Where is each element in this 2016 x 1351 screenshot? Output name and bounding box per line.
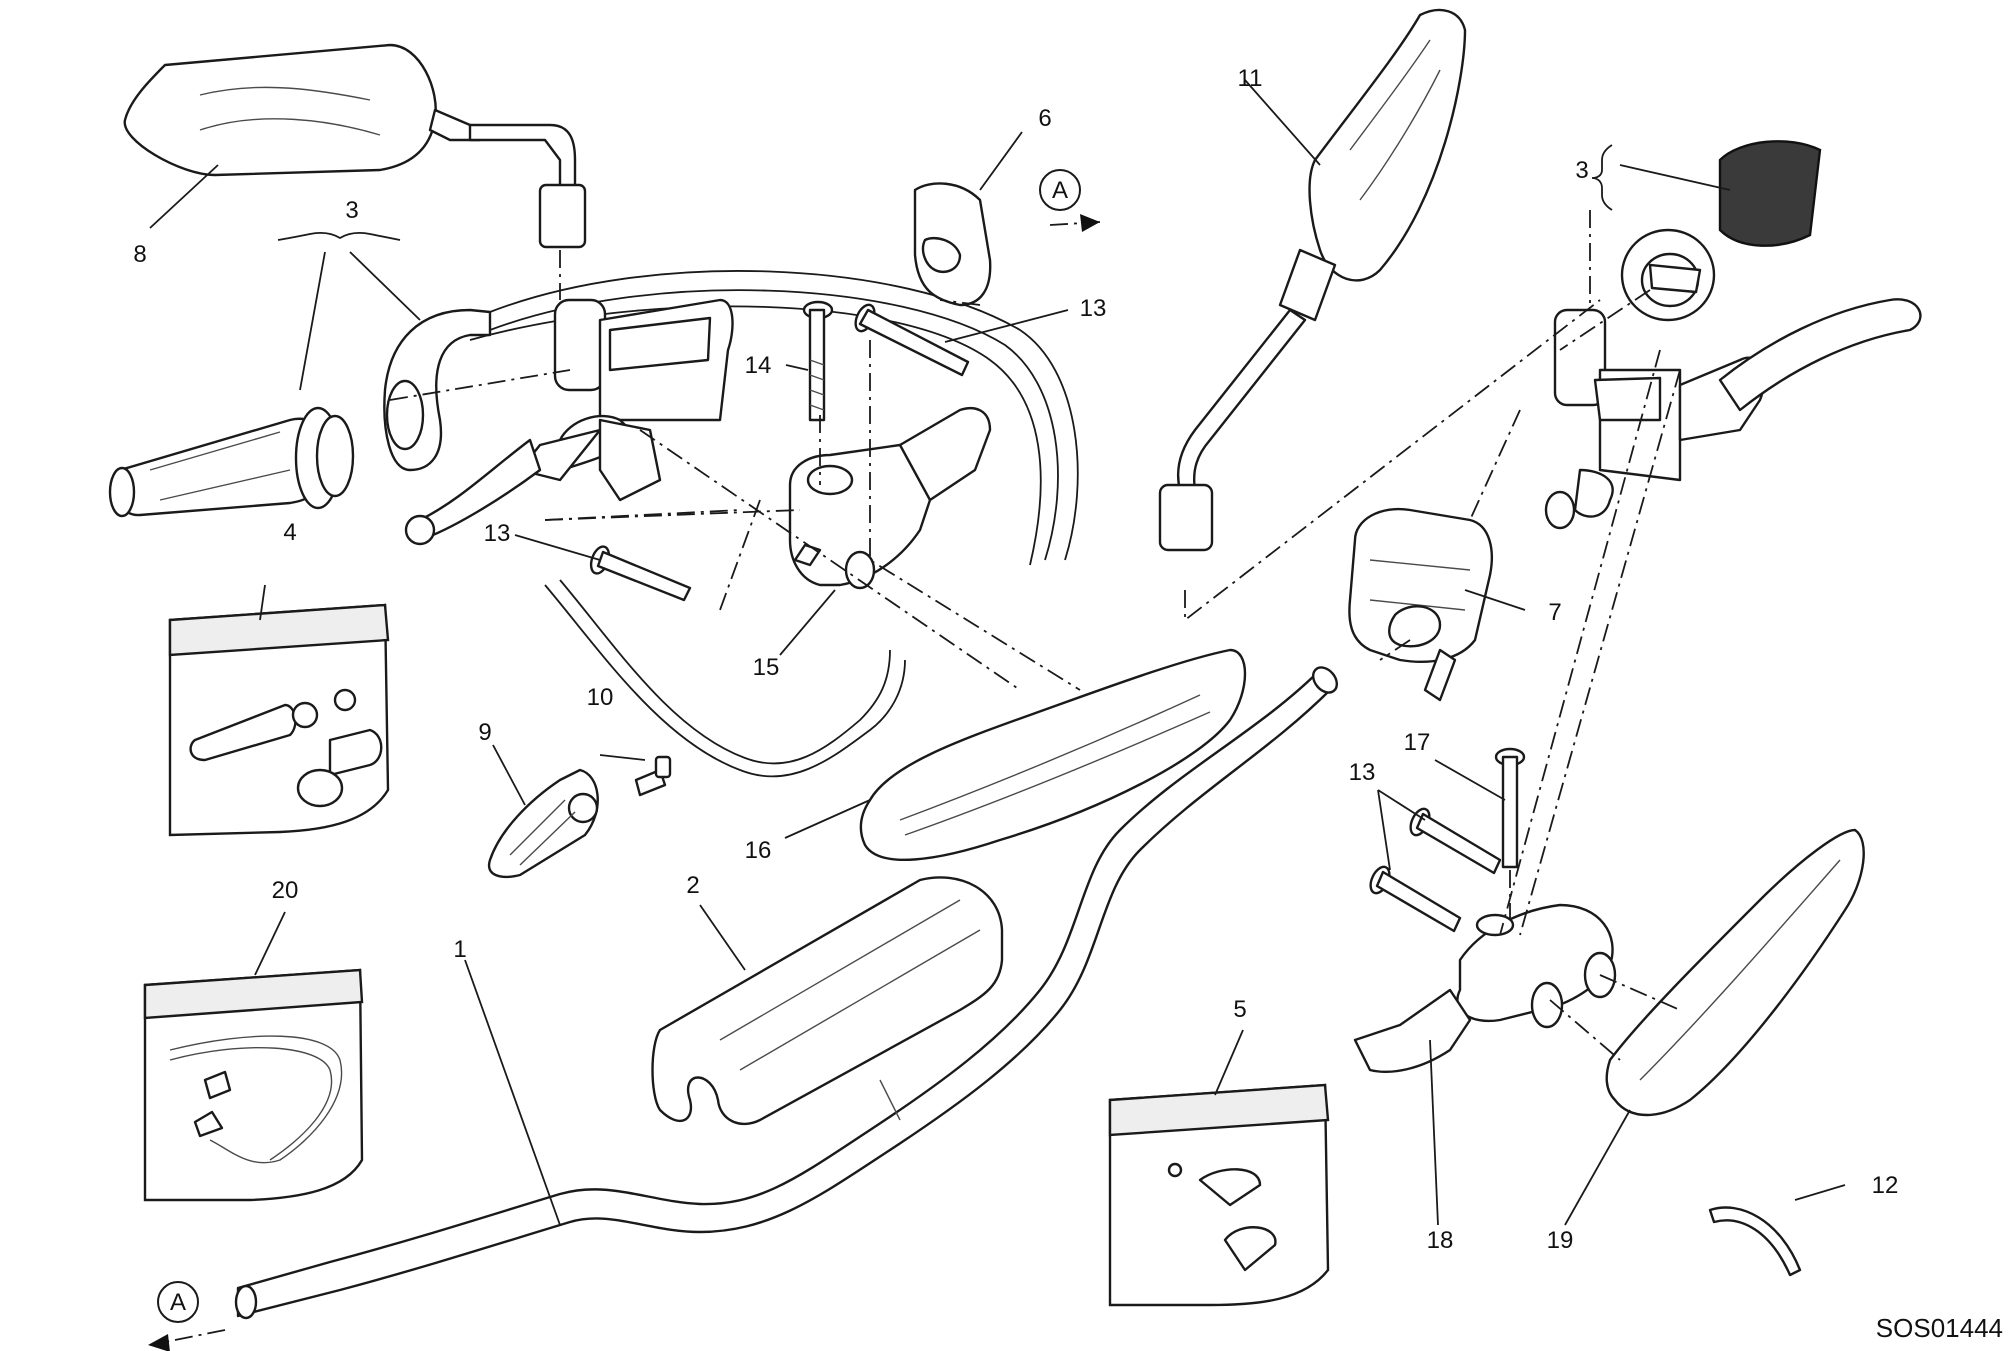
- throttle-housing-part: [383, 308, 492, 472]
- view-marker-a-top: A: [1039, 169, 1081, 211]
- hand-guard-19: [1605, 828, 1865, 1117]
- svg-text:A: A: [170, 1289, 186, 1316]
- label-19: 19: [1547, 1227, 1574, 1254]
- switch-cable: [544, 579, 906, 778]
- label-13-middle: 13: [484, 520, 511, 547]
- label-20: 20: [272, 877, 299, 904]
- label-13-top: 13: [1080, 295, 1107, 322]
- bolt-13-right-lower: [1369, 865, 1462, 933]
- label-13-right: 13: [1349, 759, 1376, 786]
- left-grip-part: [108, 406, 355, 518]
- left-mirror-part: [123, 43, 587, 249]
- bolt-13-right-upper: [1409, 807, 1502, 875]
- switch-cover-9: [487, 768, 599, 879]
- right-switch-part: [1348, 507, 1493, 702]
- end-cover-6: [913, 182, 992, 307]
- label-5: 5: [1233, 996, 1246, 1023]
- assembly-centerlines: [148, 210, 1681, 1351]
- label-9: 9: [478, 719, 491, 746]
- handlebar-pad-part: [651, 876, 1004, 1126]
- label-3-left: 3: [345, 197, 358, 224]
- clutch-master-cylinder-part: [404, 298, 734, 546]
- left-switch-part: [788, 407, 992, 590]
- label-18: 18: [1427, 1227, 1454, 1254]
- label-6: 6: [1038, 105, 1051, 132]
- throttle-cables: [469, 270, 1079, 566]
- part-labels: 1 2 3 3 4 5 6 7 8 9 10 11 12 13 13 13 14…: [133, 65, 1898, 1254]
- bolt-13-top: [854, 303, 970, 377]
- right-mirror-part: [1158, 8, 1467, 552]
- right-grip-part: [1620, 140, 1822, 322]
- bolt-17: [1494, 747, 1526, 869]
- guard-bracket-18: [1353, 903, 1617, 1073]
- grip-kit-4: [168, 603, 390, 837]
- cable-tie-12: [1708, 1206, 1802, 1277]
- screw-10: [634, 755, 672, 797]
- label-14: 14: [745, 352, 772, 379]
- drawing-code: SOS01444: [1876, 1313, 2003, 1343]
- hand-guard-16: [859, 648, 1247, 861]
- label-11: 11: [1238, 65, 1263, 92]
- brake-master-cylinder-part: [1544, 298, 1922, 530]
- label-8: 8: [133, 241, 146, 268]
- leader-lines: [149, 79, 1846, 1226]
- label-15: 15: [753, 654, 780, 681]
- label-2: 2: [686, 872, 699, 899]
- svg-text:A: A: [1052, 177, 1068, 204]
- label-4: 4: [283, 519, 296, 546]
- label-16: 16: [745, 837, 772, 864]
- label-7: 7: [1548, 599, 1561, 626]
- label-10: 10: [587, 684, 614, 711]
- bolt-13-middle: [589, 545, 692, 602]
- bolt-14: [802, 300, 834, 422]
- label-17: 17: [1404, 729, 1431, 756]
- bracket-kit-5: [1108, 1083, 1330, 1307]
- label-12: 12: [1872, 1172, 1899, 1199]
- cable-kit-20: [143, 968, 364, 1202]
- label-3-right: 3: [1575, 157, 1588, 184]
- handlebar-part: [234, 666, 1339, 1320]
- view-marker-a-bottom: A: [157, 1281, 199, 1323]
- label-1: 1: [453, 936, 466, 963]
